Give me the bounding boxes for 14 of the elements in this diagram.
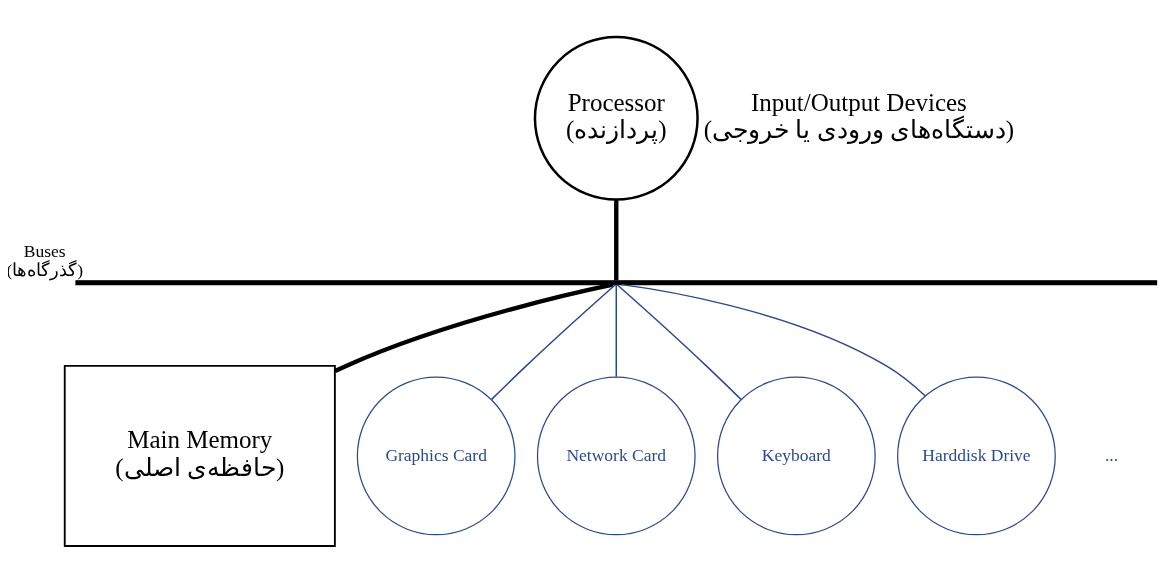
label: ... (1104, 444, 1119, 465)
connector (616, 284, 742, 401)
connector (334, 282, 614, 373)
connector (490, 284, 617, 401)
node-circle: Keyboard (716, 376, 876, 536)
node-bar (75, 280, 1158, 286)
node-circle: Graphics Card (356, 376, 516, 536)
connector (614, 200, 619, 281)
connector (615, 284, 617, 378)
label: Input/Output Devices (750, 88, 967, 116)
node-label: (گذرگاه‌ها) (6, 260, 84, 281)
connector (620, 283, 927, 397)
node-circle: Harddisk Drive (897, 376, 1056, 536)
node-circle: Network Card (536, 376, 696, 536)
